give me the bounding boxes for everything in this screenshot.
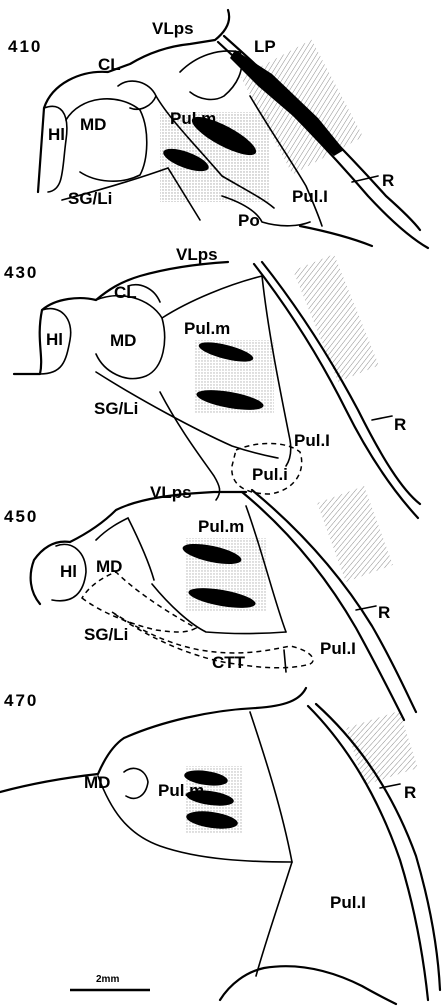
label-vlps: VLps (152, 19, 194, 38)
label-r: R (404, 783, 416, 802)
pull-boundary (256, 862, 292, 976)
section-430: 430 VLps CL Pul.m Hl MD SG/Li R Pul.I Pu… (4, 245, 420, 518)
label-pull: Pul.I (320, 639, 356, 658)
section-410: 410 VLps LP CL Pul.m Hl MD SG/Li Po Pul.… (8, 10, 428, 248)
r-pointer (372, 416, 392, 420)
section-number: 470 (4, 691, 38, 710)
label-pulm: Pul.m (198, 517, 244, 536)
section-number: 430 (4, 263, 38, 282)
label-pulm: Pul.m (170, 109, 216, 128)
hl-boundary (44, 106, 67, 192)
label-r: R (382, 171, 394, 190)
label-md: MD (84, 773, 110, 792)
section-450: 450 VLps Pul.m Hl MD SG/Li R Pul.I CTT (4, 483, 416, 720)
label-vlps: VLps (176, 245, 218, 264)
label-ctt: CTT (212, 653, 246, 672)
label-sgli: SG/Li (84, 625, 128, 644)
lateral-geniculate-edge (220, 966, 396, 1004)
section-470: 470 MD Pul.m R Pul.I (0, 688, 440, 1004)
label-r: R (378, 603, 390, 622)
ctt-stem (284, 650, 286, 672)
label-cl: CL (98, 55, 121, 74)
label-vlps: VLps (150, 483, 192, 502)
label-puli: Pul.i (252, 465, 288, 484)
label-pull: Pul.I (292, 187, 328, 206)
cl-boundary (118, 81, 156, 109)
label-sgli: SG/Li (68, 189, 112, 208)
scale-bar-label: 2mm (96, 974, 119, 985)
label-pulm: Pul.m (158, 781, 204, 800)
label-pulm: Pul.m (184, 319, 230, 338)
labeled-cell-cluster (181, 486, 393, 612)
label-cl: CL (114, 283, 137, 302)
thalamus-outline (0, 688, 306, 792)
r-pointer (352, 176, 378, 182)
label-pull: Pul.I (294, 431, 330, 450)
label-md: MD (110, 331, 136, 350)
label-md: MD (80, 115, 106, 134)
section-number: 450 (4, 507, 38, 526)
label-hl: Hl (48, 125, 65, 144)
label-sgli: SG/Li (94, 399, 138, 418)
scale-bar: 2mm (70, 974, 150, 990)
section-number: 410 (8, 37, 42, 56)
label-pull: Pul.I (330, 893, 366, 912)
label-lp: LP (254, 37, 276, 56)
sg-li-boundary (82, 572, 196, 632)
label-hl: Hl (46, 330, 63, 349)
label-md: MD (96, 557, 122, 576)
label-hl: Hl (60, 562, 77, 581)
capsule-edge (300, 226, 372, 246)
md-boundary (66, 99, 147, 181)
label-po: Po (238, 211, 260, 230)
md-boundary (124, 768, 148, 798)
pulm-lateral-boundary (250, 712, 292, 862)
label-r: R (394, 415, 406, 434)
